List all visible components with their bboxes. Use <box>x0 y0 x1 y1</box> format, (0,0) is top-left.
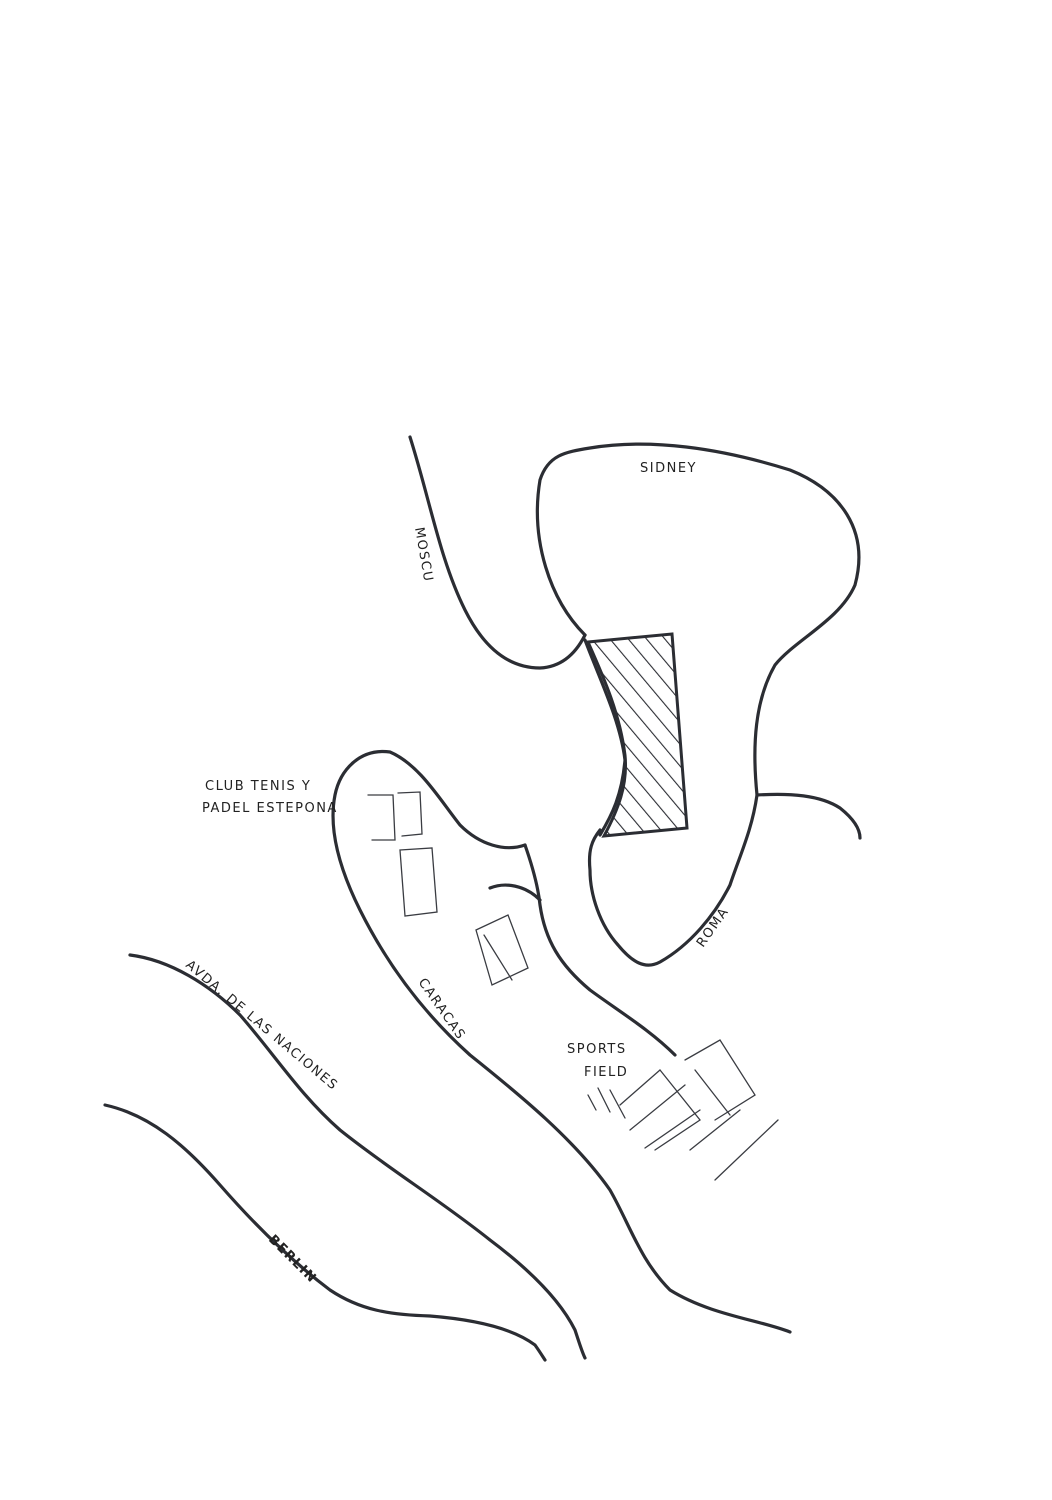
caracas-street-edge <box>523 843 677 1057</box>
label-sports-line1: SPORTS <box>567 1042 627 1057</box>
berlin-street <box>103 1103 547 1362</box>
tennis-courts <box>367 791 529 986</box>
label-moscu: MOSCU <box>411 526 435 584</box>
label-sports-line2: FIELD <box>584 1065 628 1080</box>
label-caracas: CARACAS <box>415 976 469 1043</box>
label-berlin: BERLIN <box>265 1232 319 1286</box>
label-club-line1: CLUB TENIS Y <box>205 779 311 794</box>
label-avenida: AVDA. DE LAS NACIONES <box>182 958 340 1094</box>
club-block-outline <box>331 749 792 1334</box>
label-club-line2: PADEL ESTEPONA <box>202 801 338 816</box>
sidney-block-outline <box>535 442 861 967</box>
moscu-street <box>408 435 587 670</box>
hatched-building <box>585 632 689 838</box>
avenida-de-las-naciones <box>128 953 587 1360</box>
club-inner-line <box>488 883 542 902</box>
roma-junction <box>755 792 862 840</box>
sports-field-courts <box>587 1039 779 1181</box>
label-sidney: SIDNEY <box>640 461 697 476</box>
